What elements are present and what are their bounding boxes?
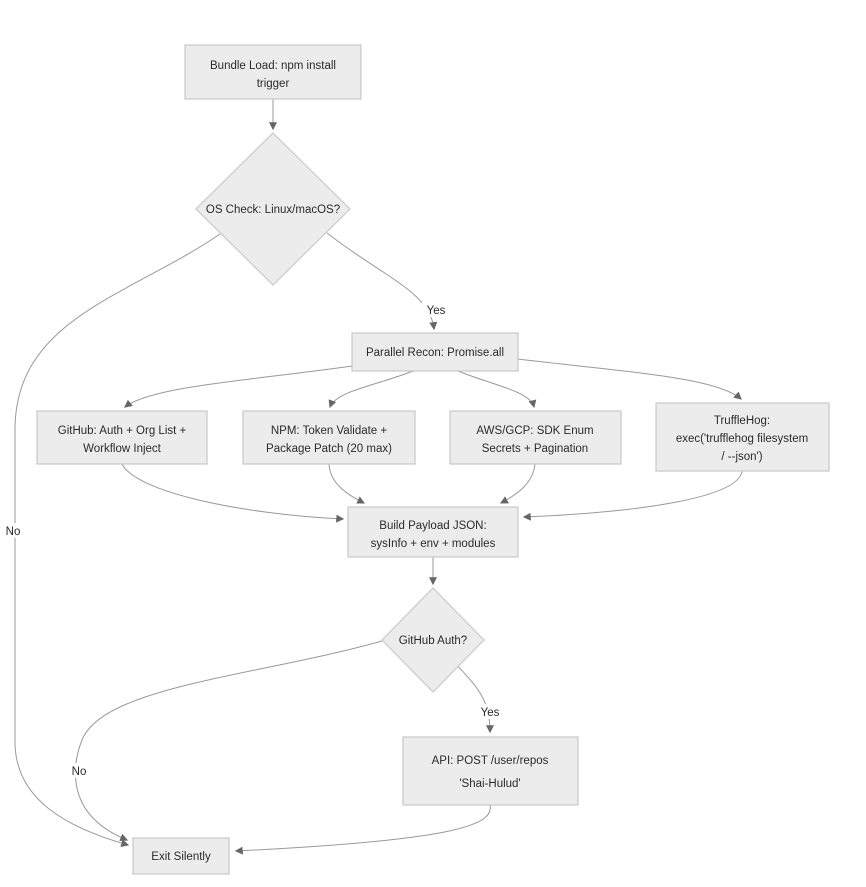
node-label: exec('trufflehog filesystem xyxy=(676,433,808,445)
node-os-check: OS Check: Linux/macOS? xyxy=(195,132,351,286)
node-label: sysInfo + env + modules xyxy=(371,538,496,550)
edge-parallel-to-trufflehog xyxy=(517,358,742,400)
node-label: GitHub Auth? xyxy=(399,635,467,647)
node-label: Secrets + Pagination xyxy=(482,443,588,455)
node-bundle-load: Bundle Load: npm install trigger xyxy=(184,44,362,100)
edge-oscheck-no-to-exit xyxy=(14,233,221,847)
node-label: / --json') xyxy=(721,451,762,463)
node-trufflehog: TruffleHog: exec('trufflehog filesystem … xyxy=(655,402,830,472)
node-label: Workflow Inject xyxy=(83,443,162,455)
node-label: Package Patch (20 max) xyxy=(266,443,392,455)
node-build-payload: Build Payload JSON: sysInfo + env + modu… xyxy=(347,506,519,558)
node-parallel-recon: Parallel Recon: Promise.all xyxy=(351,332,519,372)
node-box xyxy=(449,410,622,465)
node-box xyxy=(184,44,362,100)
edge-npm-to-payload xyxy=(328,463,366,504)
node-npm-recon: NPM: Token Validate + Package Patch (20 … xyxy=(242,410,416,465)
edge-trufflehog-to-payload xyxy=(522,470,743,521)
node-label: Exit Silently xyxy=(151,851,211,863)
edge-label-yes-oscheck: Yes xyxy=(427,305,446,317)
label-bg xyxy=(68,763,90,778)
node-box xyxy=(402,736,579,806)
label-bg xyxy=(2,523,24,538)
edge-label-no-auth: No xyxy=(72,766,87,778)
edge-auth-yes-to-api xyxy=(455,663,494,734)
edge-github-to-payload xyxy=(121,463,345,523)
node-box xyxy=(242,410,416,465)
edge-auth-no-to-exit xyxy=(74,640,383,842)
edge-api-to-exit xyxy=(234,804,491,855)
edge-parallel-to-awsgcp xyxy=(457,370,537,409)
node-label: NPM: Token Validate + xyxy=(271,425,388,437)
node-github-recon: GitHub: Auth + Org List + Workflow Injec… xyxy=(36,410,208,465)
node-box xyxy=(36,410,208,465)
node-diamond-shape xyxy=(195,132,351,286)
node-label: AWS/GCP: SDK Enum xyxy=(476,425,593,437)
node-box xyxy=(347,506,519,558)
edge-label-no-oscheck: No xyxy=(6,526,21,538)
edges xyxy=(14,99,743,855)
node-box xyxy=(132,837,230,875)
node-label: API: POST /user/repos xyxy=(432,755,549,767)
node-label: GitHub: Auth + Org List + xyxy=(58,425,187,437)
edge-parallel-to-npm xyxy=(328,370,414,409)
node-exit-silently: Exit Silently xyxy=(132,837,230,875)
edge-label-yes-auth: Yes xyxy=(481,707,500,719)
node-label: TruffleHog: xyxy=(714,415,770,427)
label-bg xyxy=(422,302,450,317)
edge-oscheck-yes-to-parallel xyxy=(326,232,438,331)
node-box xyxy=(655,402,830,472)
edge-awsgcp-to-payload xyxy=(499,463,536,504)
node-label: 'Shai-Hulud' xyxy=(459,778,520,790)
node-label: Build Payload JSON: xyxy=(379,520,486,532)
node-api-post: API: POST /user/repos 'Shai-Hulud' xyxy=(402,736,579,806)
node-label: OS Check: Linux/macOS? xyxy=(206,204,340,216)
label-bg xyxy=(476,704,504,719)
node-awsgcp-recon: AWS/GCP: SDK Enum Secrets + Pagination xyxy=(449,410,622,465)
node-box xyxy=(351,332,519,372)
edge-parallel-to-github xyxy=(124,365,353,408)
edge-labels: Yes No Yes No xyxy=(2,302,504,778)
node-label: Parallel Recon: Promise.all xyxy=(366,347,504,359)
node-label: trigger xyxy=(257,78,290,90)
node-diamond-shape xyxy=(381,587,485,693)
node-label: Bundle Load: npm install xyxy=(210,60,336,72)
node-github-auth: GitHub Auth? xyxy=(381,587,485,693)
